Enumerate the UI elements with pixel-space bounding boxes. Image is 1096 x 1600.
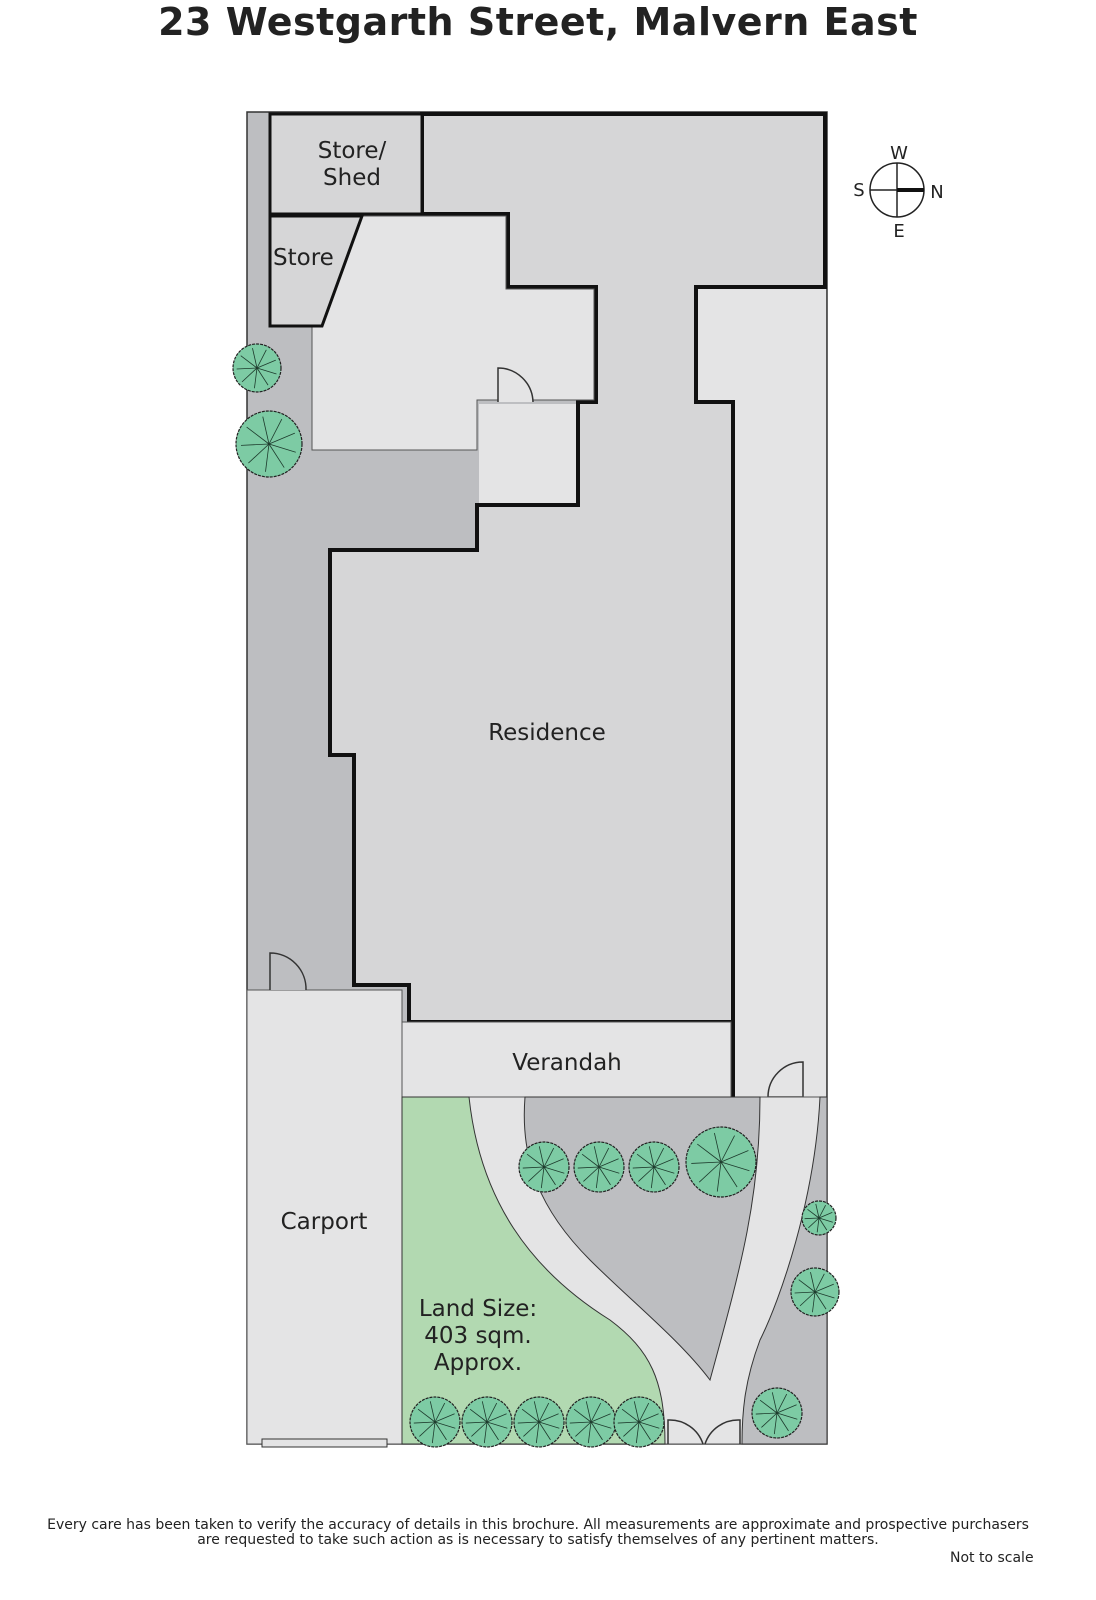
store <box>268 214 365 328</box>
label-carport: Carport <box>281 1209 368 1235</box>
compass-w: W <box>890 143 908 164</box>
lawn <box>401 1096 666 1445</box>
entry-room <box>479 404 576 503</box>
door <box>767 1061 804 1098</box>
label-residence: Residence <box>488 720 606 746</box>
label-store-shed: Store/ <box>318 138 387 164</box>
compass-e: E <box>893 221 904 242</box>
tree-icon <box>801 1200 837 1236</box>
label-verandah: Verandah <box>512 1050 622 1076</box>
disclaimer: Every care has been taken to verify the … <box>0 1518 1076 1548</box>
tree-icon <box>232 343 282 393</box>
door <box>497 367 534 403</box>
tree-icon <box>790 1267 840 1317</box>
compass-n: N <box>930 182 943 203</box>
compass-s: S <box>853 180 864 201</box>
tree-icon <box>565 1396 617 1448</box>
tree-icon <box>685 1126 757 1198</box>
compass-icon: W N S E <box>853 143 943 242</box>
front-gate <box>667 1419 741 1445</box>
tree-icon <box>235 410 303 478</box>
disclaimer-line-2: are requested to take such action as is … <box>197 1532 879 1548</box>
tree-icon <box>518 1141 570 1193</box>
door <box>269 952 307 991</box>
tree-icon <box>751 1387 803 1439</box>
store-shed <box>268 112 424 216</box>
label-store-shed-2: Shed <box>323 165 381 191</box>
carport-gate <box>261 1438 388 1448</box>
disclaimer-line-1: Every care has been taken to verify the … <box>47 1517 1029 1533</box>
tree-icon <box>461 1396 513 1448</box>
label-land-approx: Approx. <box>434 1350 522 1376</box>
label-store: Store <box>273 245 334 271</box>
tree-icon <box>513 1396 565 1448</box>
tree-icon <box>613 1396 665 1448</box>
residence-outline <box>328 112 827 1099</box>
tree-icon <box>573 1141 625 1193</box>
not-to-scale: Not to scale <box>950 1550 1034 1566</box>
garden-bed-right <box>741 1096 828 1445</box>
tree-icon <box>409 1396 461 1448</box>
tree-icon <box>628 1141 680 1193</box>
page-title: 23 Westgarth Street, Malvern East <box>158 0 918 44</box>
label-land-size: Land Size: <box>419 1296 537 1322</box>
label-land-area: 403 sqm. <box>424 1323 532 1349</box>
